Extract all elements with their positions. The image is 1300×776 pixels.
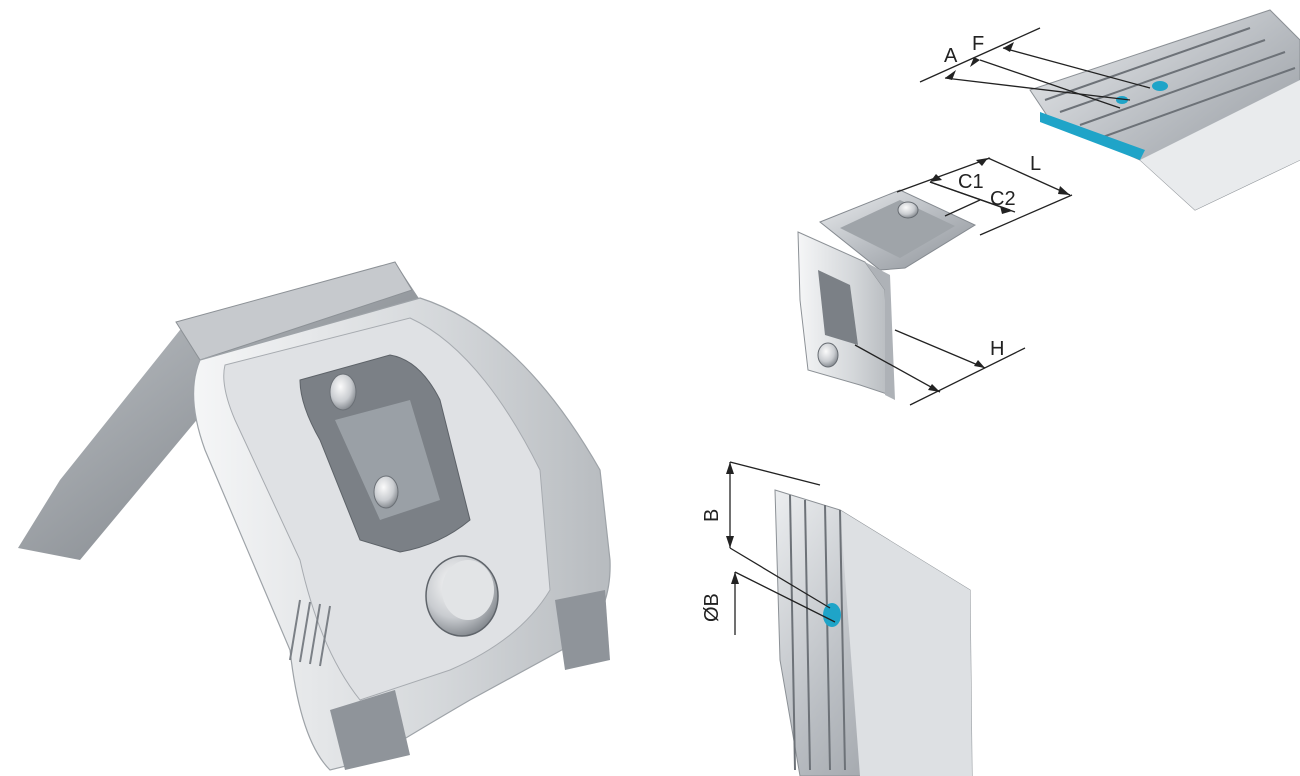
corner-bracket-product	[18, 261, 611, 771]
dim-label-c1: C1	[958, 171, 984, 193]
hatch-marks-icon	[289, 599, 331, 667]
seal-dot-side	[823, 603, 841, 627]
dim-label-f: F	[972, 33, 984, 55]
dimension-a-f: A F	[919, 27, 1151, 109]
profile-side-grooves	[789, 494, 846, 771]
profile-top-grooves	[1044, 27, 1296, 139]
dimension-b: B ØB	[701, 461, 836, 635]
dim-label-c2: C2	[990, 188, 1016, 210]
profile-top-view	[1029, 9, 1300, 211]
upper-bolt-icon	[329, 373, 357, 411]
bracket-dim-top-bolt-icon	[897, 201, 919, 219]
push-button-top	[442, 560, 494, 620]
bracket-dim-top-inner	[840, 200, 955, 258]
bracket-dim-lower-bolt-icon	[817, 342, 839, 368]
seal-dot-top-2	[1116, 96, 1128, 104]
seal-strip-top	[1040, 112, 1145, 160]
bracket-window-inner	[335, 400, 440, 520]
dim-label-a: A	[944, 45, 958, 67]
bracket-dim-window	[818, 270, 858, 345]
dimension-l-c1-c2: L C1 C2	[896, 153, 1073, 236]
seal-dot-top	[1152, 81, 1168, 91]
profile-top-face	[1140, 80, 1300, 210]
dim-label-b: B	[701, 509, 723, 522]
bracket-foot-right	[555, 590, 610, 670]
lower-bolt-icon	[373, 475, 399, 509]
dim-label-l: L	[1030, 153, 1041, 175]
dim-label-h: H	[990, 338, 1004, 360]
dim-label-diameter-b: ØB	[701, 593, 723, 622]
dimension-h: H	[854, 329, 1026, 406]
profile-side-face	[840, 510, 972, 776]
bracket-dimension-view	[797, 189, 977, 400]
bracket-foot-left	[330, 690, 410, 770]
bracket-hinge	[175, 261, 413, 361]
profile-side-view	[774, 489, 973, 776]
bracket-dim-side-plate	[865, 262, 895, 400]
